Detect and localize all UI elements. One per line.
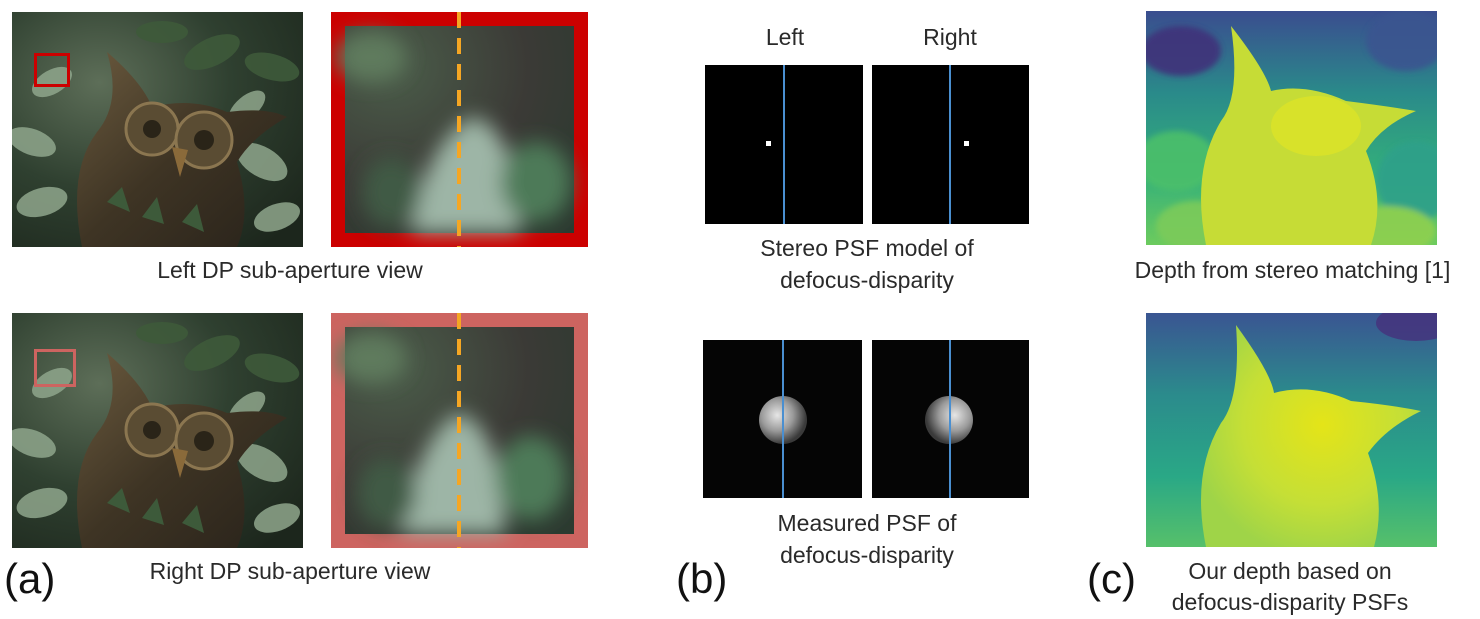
depth-map-stereo	[1146, 11, 1437, 245]
owl-photo-left	[12, 12, 303, 247]
owl-photo-right	[12, 313, 303, 548]
caption-depth-ours-line1: Our depth based on	[1188, 558, 1392, 584]
crop-indicator-right	[34, 349, 76, 387]
caption-depth-ours-line2: defocus-disparity PSFs	[1171, 589, 1409, 615]
zoom-crop-right	[331, 313, 588, 548]
caption-psf-measured-line1: Measured PSF of	[777, 510, 957, 536]
caption-left-view: Left DP sub-aperture view	[157, 257, 423, 283]
caption-right-view: Right DP sub-aperture view	[149, 558, 431, 584]
panel-letter-a: (a)	[4, 555, 56, 602]
caption-psf-model-line2: defocus-disparity	[780, 267, 954, 293]
caption-psf-model-line1: Stereo PSF model of	[760, 235, 974, 261]
psf-model-left	[705, 65, 863, 224]
label-right: Right	[923, 24, 977, 50]
crop-indicator-left	[34, 53, 70, 87]
caption-depth-stereo: Depth from stereo matching [1]	[1134, 257, 1451, 283]
panel-letter-b: (b)	[676, 555, 728, 602]
label-left: Left	[765, 24, 805, 50]
depth-map-ours	[1146, 313, 1437, 547]
zoom-crop-left	[331, 12, 588, 247]
caption-psf-measured-line2: defocus-disparity	[780, 542, 954, 568]
panel-letter-c: (c)	[1087, 555, 1136, 602]
psf-measured-right	[872, 340, 1029, 498]
psf-model-right	[872, 65, 1029, 224]
psf-measured-left	[703, 340, 862, 498]
